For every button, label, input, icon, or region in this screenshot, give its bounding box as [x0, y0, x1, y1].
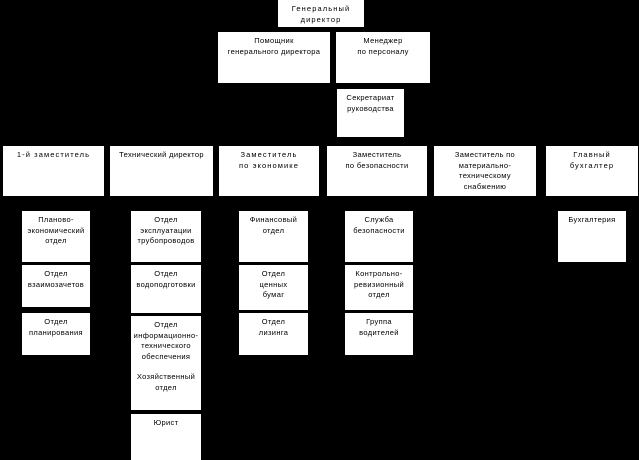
secretariat-label: Секретариат руководства [346, 93, 395, 113]
pipeline-operation-dept[interactable]: Отдел эксплуатации трубопроводов [131, 211, 201, 262]
spine-horizontal-deputies [3, 144, 638, 145]
secretariat[interactable]: Секретариат руководства [337, 89, 404, 137]
trunk-vertical-secretariat [370, 83, 371, 89]
finance-dept-label: Финансовый отдел [249, 215, 298, 235]
spine-drop-col4 [379, 196, 380, 211]
securities-dept[interactable]: Отдел ценных бумаг [239, 265, 308, 310]
assistant-director-label: Помощник генерального директора [227, 36, 321, 56]
lawyer-label: Юрист [153, 418, 179, 427]
accounting-dept-label: Бухгалтерия [568, 215, 616, 224]
link-col3-2 [273, 310, 274, 313]
water-treatment-dept-label: Отдел водоподготовки [136, 269, 196, 289]
security-service-label: Служба безопасности [353, 215, 405, 235]
leasing-dept[interactable]: Отдел лизинга [239, 313, 308, 355]
deputy-economy-label: Заместитель по экономике [238, 150, 300, 170]
link-col2-4 [166, 410, 167, 414]
link-col4-2 [379, 310, 380, 313]
link-col2-1 [166, 262, 167, 265]
link-col3-1 [273, 262, 274, 265]
link-col1-2 [56, 307, 57, 313]
link-col4-1 [379, 262, 380, 265]
finance-dept[interactable]: Финансовый отдел [239, 211, 308, 262]
first-deputy[interactable]: 1-й заместитель [3, 146, 104, 196]
technical-director[interactable]: Технический директор [110, 146, 213, 196]
planning-dept[interactable]: Отдел планирования [22, 313, 90, 355]
water-treatment-dept[interactable]: Отдел водоподготовки [131, 265, 201, 313]
mutual-settlements-dept[interactable]: Отдел взаимозачетов [22, 265, 90, 307]
deputy-security[interactable]: Заместитель по безопасности [327, 146, 427, 196]
trunk-vertical-director [320, 27, 321, 32]
hr-manager-label: Менеджер по персоналу [357, 36, 409, 56]
deputy-supply[interactable]: Заместитель по материально- техническому… [434, 146, 536, 196]
chief-accountant-label: Главный бухгалтер [569, 150, 615, 170]
assistant-director[interactable]: Помощник генерального директора [218, 32, 330, 83]
lawyer[interactable]: Юрист [131, 414, 201, 460]
security-service[interactable]: Служба безопасности [345, 211, 413, 262]
household-dept-label: Хозяйственный отдел [136, 372, 196, 392]
spine-drop-col1 [56, 196, 57, 211]
spine-drop-col6 [592, 196, 593, 211]
pipeline-operation-dept-label: Отдел эксплуатации трубопроводов [137, 215, 195, 245]
drivers-group-label: Группа водителей [359, 317, 399, 337]
technical-director-label: Технический директор [119, 150, 204, 159]
general-director-label: Генеральный директор [291, 4, 351, 24]
first-deputy-label: 1-й заместитель [16, 150, 91, 159]
link-col2-2 [166, 313, 167, 316]
mutual-settlements-dept-label: Отдел взаимозачетов [27, 269, 85, 289]
audit-dept[interactable]: Контрольно- ревизионный отдел [345, 265, 413, 310]
hr-manager[interactable]: Менеджер по персоналу [336, 32, 430, 83]
chief-accountant[interactable]: Главный бухгалтер [546, 146, 638, 196]
planning-economic-dept-label: Планово- экономический отдел [27, 215, 85, 245]
link-col1-1 [56, 262, 57, 265]
deputy-supply-label: Заместитель по материально- техническому… [454, 150, 516, 191]
it-support-dept-label: Отдел информационно- технического обеспе… [133, 320, 199, 361]
household-dept[interactable]: Хозяйственный отдел [131, 368, 201, 410]
spine-drop-col3 [273, 196, 274, 211]
spine-drop-col2 [166, 196, 167, 211]
drivers-group[interactable]: Группа водителей [345, 313, 413, 355]
planning-economic-dept[interactable]: Планово- экономический отдел [22, 211, 90, 262]
audit-dept-label: Контрольно- ревизионный отдел [353, 269, 405, 299]
general-director[interactable]: Генеральный директор [278, 0, 364, 27]
it-support-dept[interactable]: Отдел информационно- технического обеспе… [131, 316, 201, 368]
accounting-dept[interactable]: Бухгалтерия [558, 211, 626, 262]
leasing-dept-label: Отдел лизинга [258, 317, 289, 337]
deputy-economy[interactable]: Заместитель по экономике [219, 146, 319, 196]
deputy-security-label: Заместитель по безопасности [345, 150, 409, 170]
securities-dept-label: Отдел ценных бумаг [259, 269, 288, 299]
planning-dept-label: Отдел планирования [29, 317, 83, 337]
